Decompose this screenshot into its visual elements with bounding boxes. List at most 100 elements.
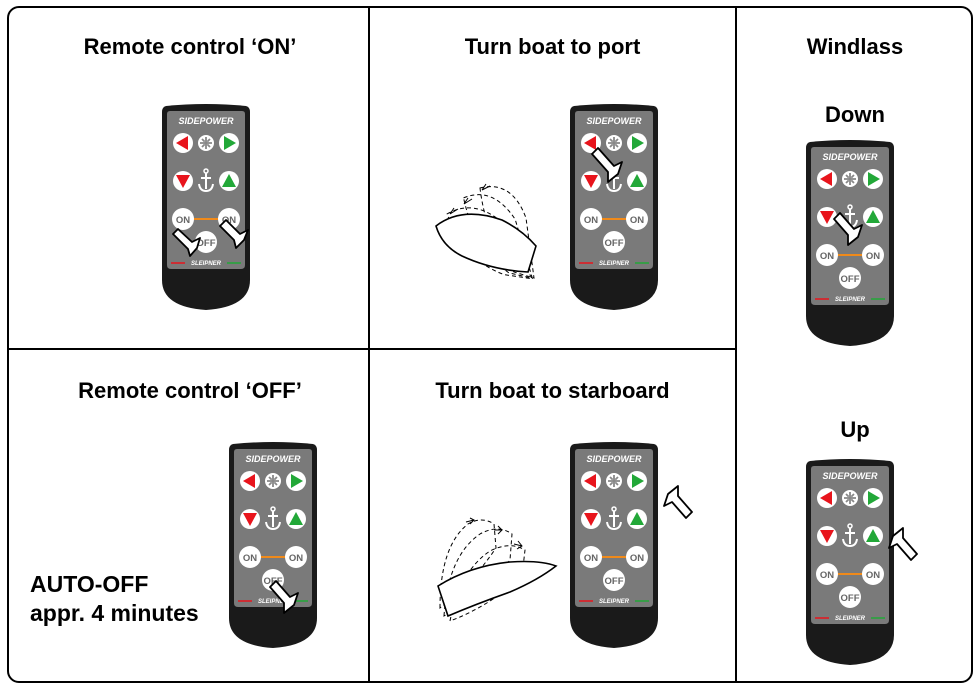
title-remote-off: Remote control ‘OFF’ xyxy=(78,378,302,403)
on-button-left: ON xyxy=(580,208,602,230)
on-button-right: ON xyxy=(626,546,648,568)
svg-text:OFF: OFF xyxy=(841,593,860,604)
auto-off-line2: appr. 4 minutes xyxy=(30,600,199,626)
auto-off-line1: AUTO-OFF xyxy=(30,571,149,597)
maker-text: SLEIPNER xyxy=(258,599,289,605)
svg-text:ON: ON xyxy=(630,553,644,564)
on-button-left: ON xyxy=(172,208,194,230)
on-button-right: ON xyxy=(862,563,884,585)
pointer-icon xyxy=(591,147,623,183)
svg-text:ON: ON xyxy=(289,553,303,564)
pointer-icon xyxy=(269,580,299,614)
windlass-up-button xyxy=(219,171,239,191)
off-button: OFF xyxy=(839,586,861,608)
on-button-right: ON xyxy=(862,244,884,266)
maker-text: SLEIPNER xyxy=(835,297,866,303)
svg-text:OFF: OFF xyxy=(264,576,283,587)
windlass-down-button xyxy=(581,509,601,529)
svg-text:ON: ON xyxy=(222,215,236,226)
label-windlass-up: Up xyxy=(840,417,870,442)
left-thruster-button xyxy=(817,169,837,189)
windlass-down-button xyxy=(240,509,260,529)
svg-text:OFF: OFF xyxy=(605,238,624,249)
svg-text:ON: ON xyxy=(820,570,834,581)
windlass-up-button xyxy=(627,171,647,191)
remote-starboard-panel: SIDEPOWER ON xyxy=(568,440,660,650)
maker-text: SLEIPNER xyxy=(599,261,630,267)
svg-text:ON: ON xyxy=(584,553,598,564)
boat-turn-starboard-sketch xyxy=(437,517,558,622)
windlass-down-button xyxy=(581,171,601,191)
title-turn-starboard: Turn boat to starboard xyxy=(435,378,670,403)
right-thruster-button xyxy=(627,133,647,153)
left-thruster-button xyxy=(240,471,260,491)
pointer-icon xyxy=(219,219,249,249)
anchor-icon xyxy=(198,168,214,193)
svg-text:ON: ON xyxy=(866,251,880,262)
on-button-right: ON xyxy=(285,546,307,568)
thruster-icon xyxy=(198,135,214,151)
left-thruster-button xyxy=(817,488,837,508)
on-button-left: ON xyxy=(816,563,838,585)
on-button-left: ON xyxy=(239,546,261,568)
off-button: OFF xyxy=(839,267,861,289)
pointer-icon xyxy=(888,527,918,561)
anchor-icon xyxy=(842,523,858,548)
brand-text: SIDEPOWER xyxy=(178,116,234,126)
right-thruster-button xyxy=(627,471,647,491)
on-button-left: ON xyxy=(816,244,838,266)
brand-text: SIDEPOWER xyxy=(586,454,642,464)
windlass-up-button xyxy=(627,509,647,529)
title-remote-on: Remote control ‘ON’ xyxy=(83,34,297,59)
anchor-icon xyxy=(265,506,281,531)
svg-text:OFF: OFF xyxy=(605,576,624,587)
anchor-icon xyxy=(606,506,622,531)
left-thruster-button xyxy=(581,471,601,491)
svg-text:ON: ON xyxy=(866,570,880,581)
auto-off-note: AUTO-OFF appr. 4 minutes xyxy=(30,570,199,628)
diagram-frame xyxy=(7,6,973,683)
on-button-left: ON xyxy=(580,546,602,568)
svg-text:OFF: OFF xyxy=(841,274,860,285)
brand-text: SIDEPOWER xyxy=(586,116,642,126)
title-turn-port: Turn boat to port xyxy=(464,34,641,59)
thruster-icon xyxy=(842,490,858,506)
windlass-up-button xyxy=(863,207,883,227)
windlass-up-button xyxy=(286,509,306,529)
thruster-icon xyxy=(606,473,622,489)
svg-text:OFF: OFF xyxy=(197,238,216,249)
left-thruster-button xyxy=(581,133,601,153)
pointer-icon xyxy=(833,212,863,246)
off-button: OFF xyxy=(603,569,625,591)
svg-text:ON: ON xyxy=(176,215,190,226)
svg-text:ON: ON xyxy=(584,215,598,226)
maker-text: SLEIPNER xyxy=(599,599,630,605)
right-thruster-button xyxy=(286,471,306,491)
left-thruster-button xyxy=(173,133,193,153)
svg-text:ON: ON xyxy=(820,251,834,262)
pointer-icon xyxy=(172,228,201,257)
thruster-icon xyxy=(265,473,281,489)
brand-text: SIDEPOWER xyxy=(245,454,301,464)
windlass-up-button xyxy=(863,526,883,546)
pointer-icon xyxy=(663,485,693,519)
windlass-down-button xyxy=(817,207,837,227)
off-button: OFF xyxy=(603,231,625,253)
right-thruster-button xyxy=(219,133,239,153)
divider-right xyxy=(735,6,737,683)
svg-text:ON: ON xyxy=(243,553,257,564)
thruster-icon xyxy=(606,135,622,151)
divider-horizontal xyxy=(7,348,736,350)
divider-left xyxy=(368,6,370,683)
brand-text: SIDEPOWER xyxy=(822,152,878,162)
off-button: OFF xyxy=(195,231,217,253)
title-windlass: Windlass xyxy=(806,34,904,59)
right-thruster-button xyxy=(863,169,883,189)
on-button-right: ON xyxy=(626,208,648,230)
boat-hull xyxy=(435,213,537,273)
right-thruster-button xyxy=(863,488,883,508)
label-windlass-down: Down xyxy=(825,102,885,127)
brand-text: SIDEPOWER xyxy=(822,471,878,481)
windlass-down-button xyxy=(817,526,837,546)
svg-text:ON: ON xyxy=(630,215,644,226)
